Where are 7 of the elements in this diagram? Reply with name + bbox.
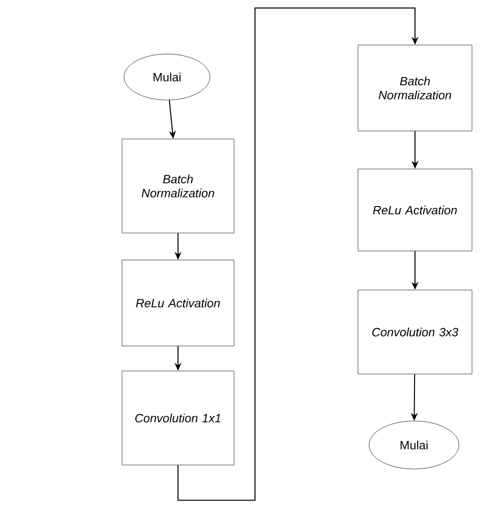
process-box: Convolution 1x1 <box>122 370 234 466</box>
arrow <box>178 8 419 501</box>
process-box: Convolution 3x3 <box>358 290 472 374</box>
process-box: Batch Normalization <box>122 138 234 234</box>
process-box: Batch Normalization <box>358 44 472 132</box>
process-box: ReLu Activation <box>122 260 234 346</box>
process-box: ReLu Activation <box>358 168 472 252</box>
